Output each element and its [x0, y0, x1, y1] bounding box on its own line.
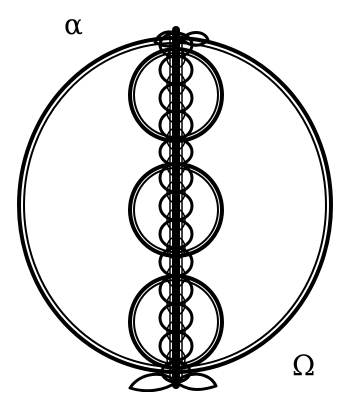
alpha-label: α: [64, 11, 83, 39]
omega-label: Ω: [292, 352, 315, 380]
